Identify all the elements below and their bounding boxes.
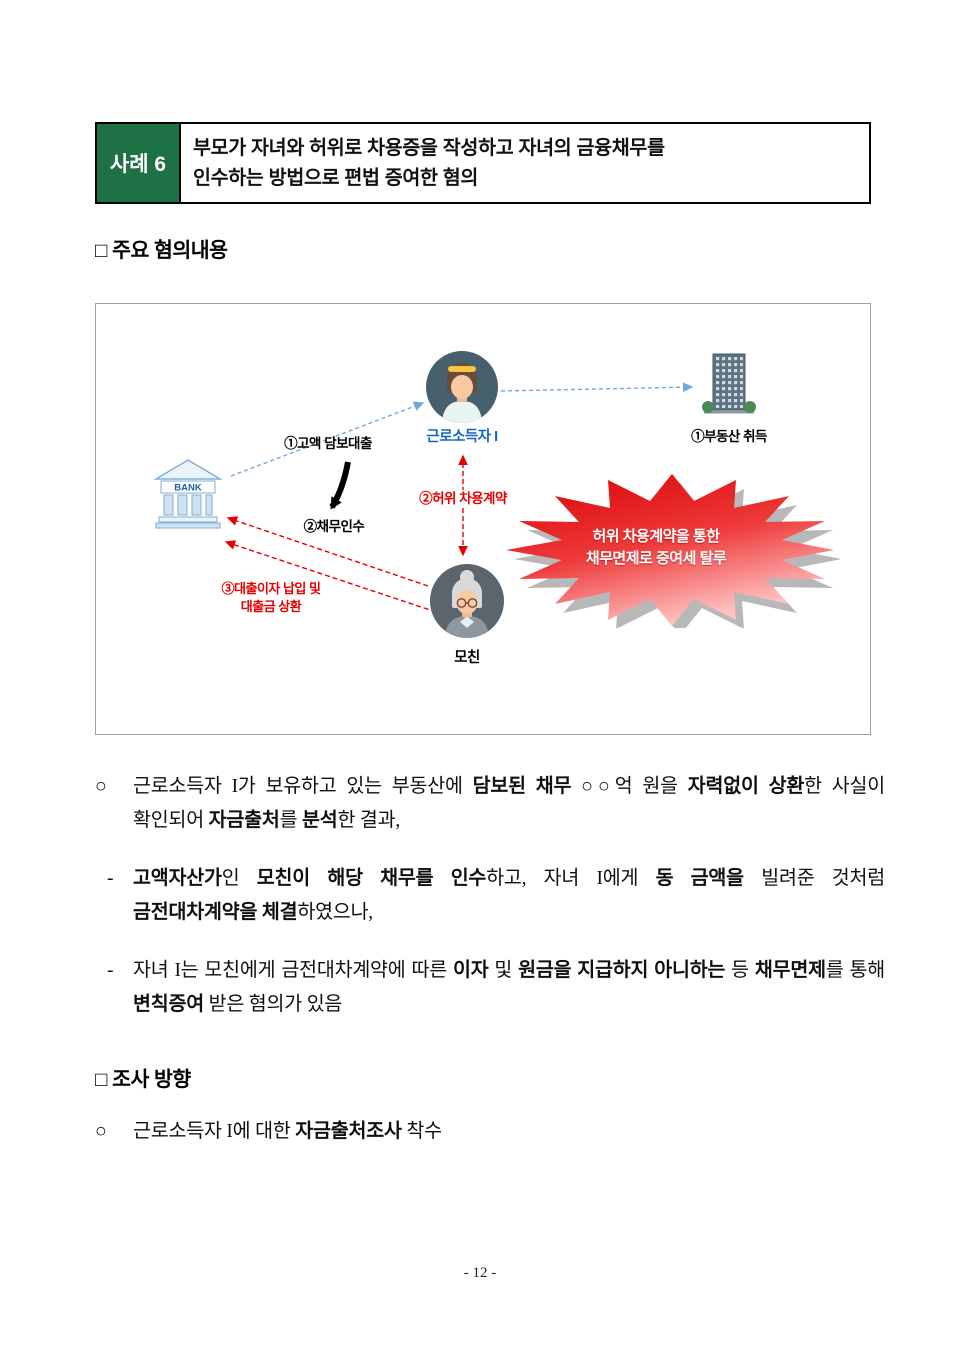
text-segment: 자금출처조사 [295,1121,402,1142]
text-segment: 하였으나, [297,902,373,923]
bullet-circle: ○ [95,776,107,797]
text-segment: ○○억 원을 [571,776,688,797]
repayment-label-line1: ③대출이자 납입 및 [221,581,321,596]
repayment-label: ③대출이자 납입 및 대출금 상환 [222,580,321,615]
worker-avatar-icon [426,351,498,423]
mother-avatar-icon [430,564,504,638]
starburst-line1: 허위 차용계약을 통한 [592,528,720,545]
bullet-circle: ○ [95,1121,107,1142]
section-heading-direction: □ 조사 방향 [95,1068,191,1091]
paragraph-1-text: 근로소득자 I가 보유하고 있는 부동산에 담보된 채무 ○○억 원을 자력없이… [133,770,885,838]
section-heading-main: □ 주요 혐의내용 [95,239,228,262]
paragraph-2-text: 고액자산가인 모친이 해당 채무를 인수하고, 자녀 I에게 동 금액을 빌려준… [133,862,885,930]
scheme-diagram: BANK [95,303,871,735]
mother-label: 모친 [454,650,480,666]
text-segment: 및 [488,960,519,981]
bullet-dash: - [107,868,114,889]
text-segment: 이자 [452,960,489,981]
case-title-line2: 인수하는 방법으로 편법 증여한 혐의 [193,167,479,190]
text-segment: 근로소득자 I에 대한 [133,1121,296,1142]
text-segment: 착수 [401,1121,442,1142]
arrow-mother-to-bank-2 [224,540,437,613]
starburst-text: 허위 차용계약을 통한 채무면제로 증여세 탈루 [585,526,727,570]
text-segment: 담보된 채무 [472,776,572,797]
arrow-mother-to-bank-1 [226,516,429,587]
direction-content: ○ 근로소득자 I에 대한 자금출처조사 착수 [95,1115,885,1149]
text-segment: 자력없이 상환 [687,776,805,797]
direction-paragraph-text: 근로소득자 I에 대한 자금출처조사 착수 [133,1115,885,1149]
text-segment: 받은 혐의가 있음 [203,994,343,1015]
text-segment: 하고, 자녀 I에게 [486,868,656,889]
text-segment: 변칙증여 [133,994,204,1015]
text-segment: 채무면제 [754,960,826,981]
case-title-line1: 부모가 자녀와 허위로 차용증을 작성하고 자녀의 금융채무를 [193,137,665,159]
arrow-debt-assumption [329,461,351,510]
text-segment: 모친이 해당 채무를 인수 [256,868,487,889]
text-segment: 한 결과, [337,810,401,831]
property-label: ①부동산 취득 [691,429,767,444]
arrow-worker-to-property [500,382,694,393]
collateral-loan-label: ①고액 담보대출 [284,436,372,451]
worker-label: 근로소득자 I [426,429,498,445]
text-segment: 를 통해 [825,960,886,981]
bank-text: BANK [174,483,202,494]
starburst-line2: 채무면제로 증여세 탈루 [585,549,727,567]
text-segment: 근로소득자 I가 보유하고 있는 부동산에 [133,776,473,797]
diagram-arrows [224,382,694,613]
starburst-shape [506,474,840,628]
paragraph-2: - 고액자산가인 모친이 해당 채무를 인수하고, 자녀 I에게 동 금액을 빌… [95,862,885,930]
false-contract-label: ②허위 차용계약 [416,490,510,509]
case-number-label: 사례 6 [97,124,181,203]
text-segment: 원금을 지급하지 아니하는 [518,960,726,981]
text-segment: 금전대차계약을 체결 [133,902,298,923]
case-header-box: 사례 6 부모가 자녀와 허위로 차용증을 작성하고 자녀의 금융채무를 인수하… [95,122,871,205]
text-segment: 등 [725,960,755,981]
direction-paragraph: ○ 근로소득자 I에 대한 자금출처조사 착수 [95,1115,885,1149]
text-segment: 빌려준 것처럼 [743,868,885,889]
text-segment: 자녀 I는 모친에게 금전대차계약에 따른 [133,960,453,981]
page-number: - 12 - [463,1265,497,1281]
text-segment: 한 사실이 확인되어 [133,776,885,831]
text-segment: 인 [221,868,257,889]
repayment-label-line2: 대출금 상환 [240,598,302,614]
bullet-dash: - [107,960,114,981]
text-segment: 동 금액을 [655,868,744,889]
arrow-bank-to-worker [230,401,425,477]
case-title: 부모가 자녀와 허위로 차용증을 작성하고 자녀의 금융채무를 인수하는 방법으… [181,124,677,202]
paragraph-1: ○ 근로소득자 I가 보유하고 있는 부동산에 담보된 채무 ○○억 원을 자력… [95,770,885,838]
paragraph-3: - 자녀 I는 모친에게 금전대차계약에 따른 이자 및 원금을 지급하지 아니… [95,954,885,1022]
bank-icon: BANK [153,459,223,529]
text-segment: 를 [279,810,303,831]
text-segment: 자금출처 [208,810,280,831]
debt-assumption-label: ②채무인수 [303,519,365,534]
building-icon [702,353,756,414]
suspicion-content: ○ 근로소득자 I가 보유하고 있는 부동산에 담보된 채무 ○○억 원을 자력… [95,770,885,1046]
paragraph-3-text: 자녀 I는 모친에게 금전대차계약에 따른 이자 및 원금을 지급하지 아니하는… [133,954,885,1022]
text-segment: 고액자산가 [133,868,222,889]
text-segment: 분석 [302,810,338,831]
